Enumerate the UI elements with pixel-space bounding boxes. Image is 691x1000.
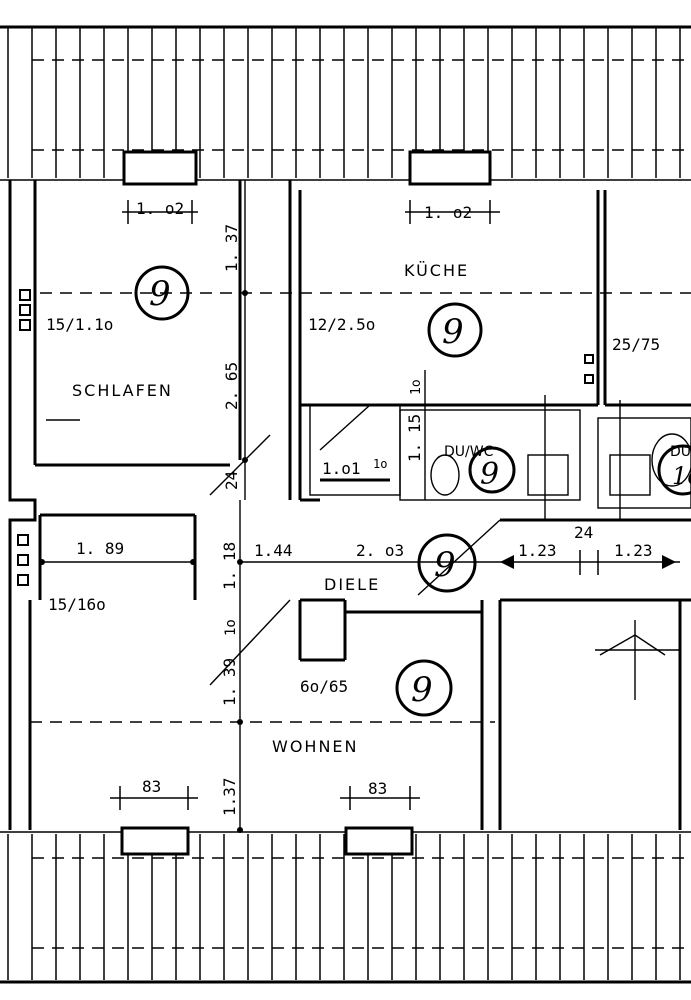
room-number-diele: 9 [434,545,456,585]
door-swings [46,404,680,700]
window-size-wohnen: 6o/65 [300,677,348,696]
dimension-lines [39,180,680,833]
dim-height-265: 2. 65 [222,362,241,410]
dim-small-24-left: 24 [222,471,241,490]
window-size-schlafen: 15/1.1o [46,315,113,334]
section-lines [30,292,691,723]
roof-top [0,25,691,181]
dim-kueche-width: 1. o2 [424,203,472,222]
room-label-schlafen: SCHLAFEN [72,381,173,400]
dim-width-83-left: 83 [142,777,161,796]
window-markers [17,289,594,586]
dim-width-123-a: 1.23 [518,541,557,560]
dormers [120,150,492,856]
room-number-duwc: 9 [480,457,499,492]
dim-small-24-right: 24 [574,523,593,542]
room-label-duwc: DU/WC [444,444,494,460]
dim-top-left-width: 1. o2 [136,199,184,218]
dim-height-118: 1. 18 [220,542,239,590]
room-number-wohnen: 9 [411,670,433,710]
dim-width-189: 1. 89 [76,539,124,558]
dim-height-137-bottom: 1.37 [220,777,239,816]
dim-height-115: 1. 15 [405,414,424,462]
dim-width-144: 1.44 [254,541,293,560]
room-label-wohnen: WOHNEN [272,737,359,756]
room-label-diele: DIELE [324,575,380,594]
dim-height-137-top: 1. 37 [222,224,241,272]
dim-height-139: 1. 39 [220,658,239,706]
room-number-circles [134,265,691,717]
dim-small-1o-top: 1o [409,379,424,395]
walls [8,180,691,830]
dim-width-1o1: 1.o1 [322,459,361,478]
room-number-right: 1c [672,462,691,490]
dim-width-123-b: 1.23 [614,541,653,560]
window-size-kueche: 12/2.5o [308,315,375,334]
dim-small-1o-mid: 1o [223,619,239,636]
room-label-du-right: DU [670,444,691,460]
dim-small-1o-bath: 1o [373,457,387,471]
room-label-kueche: KÜCHE [404,261,469,280]
room-number-schlafen: 9 [149,274,171,314]
window-size-left-lower: 15/16o [48,595,106,614]
room-number-kueche: 9 [442,312,464,352]
dim-width-83-right: 83 [368,779,387,798]
dim-width-2o3: 2. o3 [356,541,404,560]
window-size-right-room: 25/75 [612,335,660,354]
